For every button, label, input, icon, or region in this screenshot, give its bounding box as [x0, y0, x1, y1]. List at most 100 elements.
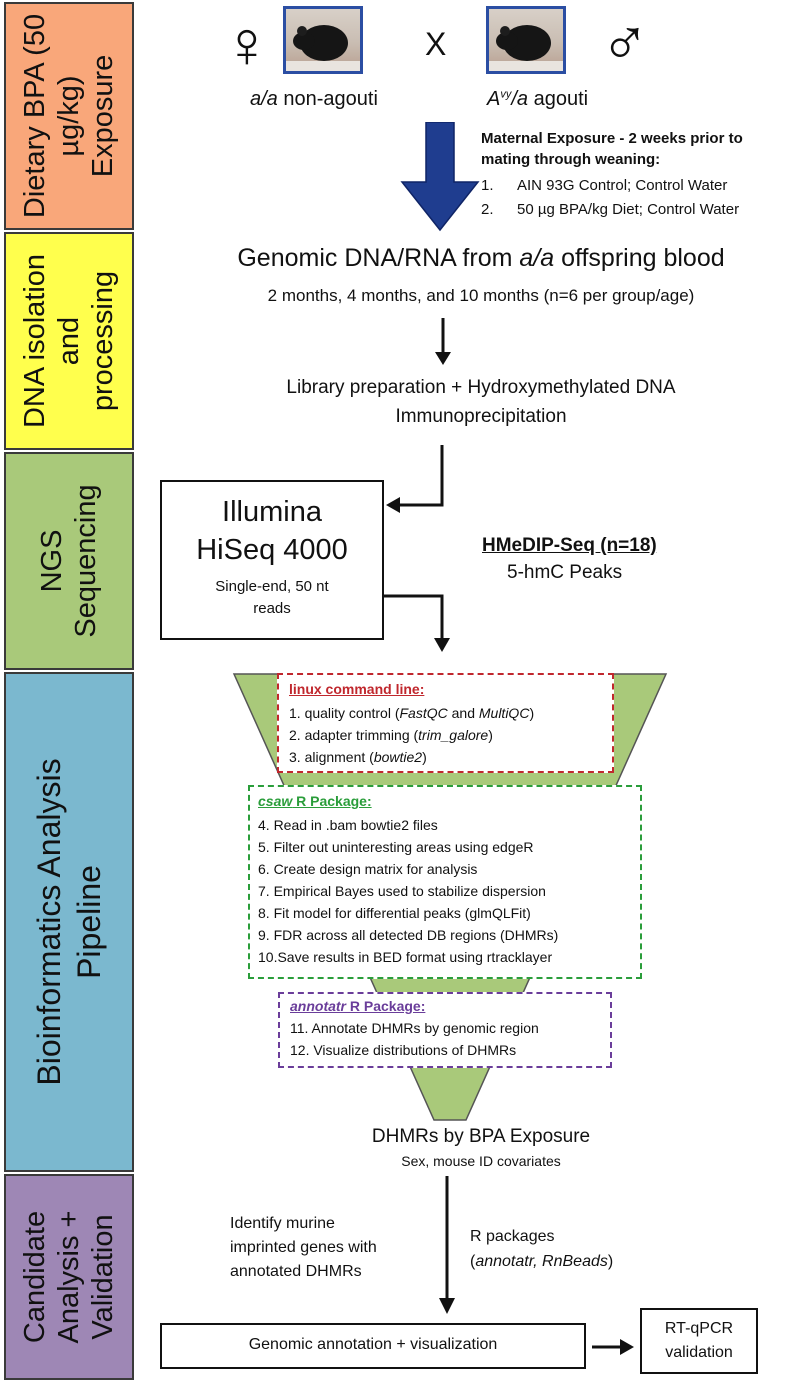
- csaw-item-9: 9. FDR across all detected DB regions (D…: [258, 927, 559, 943]
- male-symbol-icon: ♂: [600, 5, 650, 79]
- linux-item-2-post: ): [488, 727, 493, 743]
- illumina-reads: reads: [253, 600, 291, 617]
- maternal-item-2-text: 50 µg BPA/kg Diet; Control Water: [517, 201, 740, 218]
- linux-item-1-pre: 1. quality control (: [289, 705, 400, 721]
- arrow-down-1-icon: [435, 318, 451, 365]
- library-line1: Library preparation + Hydroxymethylated …: [286, 377, 676, 398]
- arrow-down-2-icon: [439, 1176, 455, 1314]
- linux-item-1-post: ): [529, 705, 535, 721]
- linux-item-1-tool1: FastQC: [399, 705, 448, 721]
- maternal-item-1-number: 1.: [481, 177, 494, 194]
- stage-bio-line1: Bioinformatics Analysis: [31, 758, 67, 1086]
- library-line2: Immunoprecipitation: [395, 406, 567, 427]
- elbow-arrow-to-pipeline-icon: [384, 594, 450, 652]
- r-packages-names: annotatr, RnBeads: [475, 1253, 608, 1270]
- stage-ngs-line1: NGS: [36, 529, 68, 593]
- maternal-exposure-title: Maternal Exposure - 2 weeks prior to mat…: [481, 128, 743, 170]
- maternal-item-2-number: 2.: [481, 201, 494, 218]
- annotatr-title: annotatr R Package:: [290, 998, 425, 1014]
- csaw-item-8: 8. Fit model for differential peaks (glm…: [258, 905, 531, 921]
- genomic-dna-subtitle: 2 months, 4 months, and 10 months (n=6 p…: [267, 286, 695, 305]
- csaw-title-name: csaw: [258, 793, 293, 809]
- stage-candidate-analysis: Candidate Analysis + Validation: [4, 1174, 134, 1380]
- linux-item-2: 2. adapter trimming (trim_galore): [289, 727, 493, 743]
- csaw-item-5: 5. Filter out uninteresting areas using …: [258, 839, 534, 855]
- genomic-annotation-box: Genomic annotation + visualization: [160, 1323, 586, 1369]
- stage-cand-line1: Candidate: [19, 1210, 51, 1344]
- illumina-read-type: Single-end, 50 nt: [215, 578, 329, 595]
- identify-line2: imprinted genes with: [230, 1239, 377, 1256]
- stage-ngs-sequencing: NGS Sequencing: [4, 452, 134, 670]
- csaw-item-7: 7. Empirical Bayes used to stabilize dis…: [258, 883, 546, 899]
- linux-item-3-post: ): [422, 749, 427, 765]
- rt-qpcr-box: RT-qPCR validation: [640, 1308, 758, 1374]
- mouse-silhouette-icon: [489, 25, 563, 71]
- stage-dna-isolation: DNA isolation and processing: [4, 232, 134, 450]
- male-genotype-label: Avy/a agouti: [487, 88, 588, 111]
- hmedip-subtitle: 5-hmC Peaks: [507, 562, 623, 583]
- big-down-arrow-icon: [400, 122, 480, 232]
- female-genotype-label: a/a non-agouti: [250, 88, 378, 111]
- male-geno-b: /a: [511, 88, 529, 110]
- linux-item-1: 1. quality control (FastQC and MultiQC): [289, 705, 534, 721]
- mouse-silhouette-icon: [286, 25, 360, 71]
- illumina-title: Illumina: [222, 496, 322, 528]
- library-prep-text: Library preparation + Hydroxymethylated …: [0, 373, 812, 431]
- linux-item-3: 3. alignment (bowtie2): [289, 749, 427, 765]
- illumina-box: Illumina HiSeq 4000 Single-end, 50 nt re…: [160, 480, 384, 640]
- linux-item-2-pre: 2. adapter trimming (: [289, 727, 419, 743]
- stage-dietary-bpa: Dietary BPA (50 µg/kg) Exposure: [4, 2, 134, 230]
- linux-command-line-box: linux command line: 1. quality control (…: [277, 673, 614, 773]
- genomic-title-genotype: a/a: [519, 244, 555, 272]
- stage-ngs-line2: Sequencing: [70, 484, 102, 638]
- stage-cand-line2: Analysis +: [53, 1210, 85, 1344]
- csaw-title: csaw R Package:: [258, 793, 372, 809]
- stage-candidate-label: Candidate Analysis + Validation: [18, 1211, 120, 1344]
- dhmrs-title: DHMRs by BPA Exposure: [371, 1126, 591, 1147]
- stage-dietary-label: Dietary BPA (50 µg/kg) Exposure: [18, 14, 120, 218]
- linux-title: linux command line:: [289, 681, 425, 697]
- r-packages-line2: (annotatr, RnBeads): [470, 1249, 613, 1274]
- stage-bioinformatics: Bioinformatics Analysis Pipeline: [4, 672, 134, 1172]
- female-genotype: a/a: [250, 88, 278, 110]
- linux-item-2-tool: trim_galore: [418, 727, 489, 743]
- dhmrs-subtitle: Sex, mouse ID covariates: [401, 1153, 561, 1169]
- identify-genes-text: Identify murine imprinted genes with ann…: [230, 1212, 377, 1284]
- male-geno-sup: vy: [500, 88, 512, 101]
- csaw-item-6: 6. Create design matrix for analysis: [258, 861, 478, 877]
- female-mouse-photo: [283, 6, 363, 74]
- identify-line1: Identify murine: [230, 1215, 335, 1232]
- maternal-item-1-text: AIN 93G Control; Control Water: [517, 177, 728, 194]
- genomic-dna-title: Genomic DNA/RNA from a/a offspring blood: [0, 244, 812, 273]
- annotatr-title-rest: R Package:: [346, 998, 426, 1014]
- annotatr-package-box: annotatr R Package: 11. Annotate DHMRs b…: [278, 992, 612, 1068]
- linux-item-3-pre: 3. alignment (: [289, 749, 374, 765]
- annotatr-title-name: annotatr: [290, 998, 346, 1014]
- csaw-item-4: 4. Read in .bam bowtie2 files: [258, 817, 438, 833]
- illumina-model: HiSeq 4000: [196, 534, 348, 566]
- r-packages-text: R packages (annotatr, RnBeads): [470, 1224, 613, 1274]
- female-phenotype: non-agouti: [277, 88, 378, 110]
- stage-dietary-line3: Exposure: [87, 54, 119, 178]
- r-packages-close: ): [607, 1253, 614, 1270]
- genomic-title-a: Genomic DNA/RNA from: [237, 244, 520, 272]
- female-symbol-icon: ♀: [222, 7, 272, 81]
- male-genotype: Avy/a: [487, 88, 528, 110]
- annotatr-item-11: 11. Annotate DHMRs by genomic region: [290, 1020, 539, 1036]
- male-geno-a: A: [487, 88, 501, 110]
- maternal-item-1: 1. AIN 93G Control; Control Water: [481, 177, 727, 194]
- hmedip-title: HMeDIP-Seq (n=18): [482, 535, 657, 556]
- stage-bio-label: Bioinformatics Analysis Pipeline: [29, 758, 109, 1085]
- linux-item-3-tool: bowtie2: [373, 749, 423, 765]
- maternal-item-2: 2. 50 µg BPA/kg Diet; Control Water: [481, 201, 739, 218]
- stage-ngs-label: NGS Sequencing: [35, 484, 103, 637]
- r-packages-line1: R packages: [470, 1228, 555, 1245]
- maternal-title-line1: Maternal Exposure - 2 weeks prior to: [481, 130, 743, 147]
- r-packages-open: (: [470, 1253, 476, 1270]
- stage-bio-line2: Pipeline: [71, 865, 107, 979]
- csaw-item-10: 10.Save results in BED format using rtra…: [258, 949, 553, 965]
- elbow-arrow-to-illumina-icon: [386, 445, 444, 513]
- arrow-right-icon: [592, 1339, 634, 1355]
- rt-qpcr-line2: validation: [665, 1344, 733, 1361]
- male-phenotype: agouti: [528, 88, 589, 110]
